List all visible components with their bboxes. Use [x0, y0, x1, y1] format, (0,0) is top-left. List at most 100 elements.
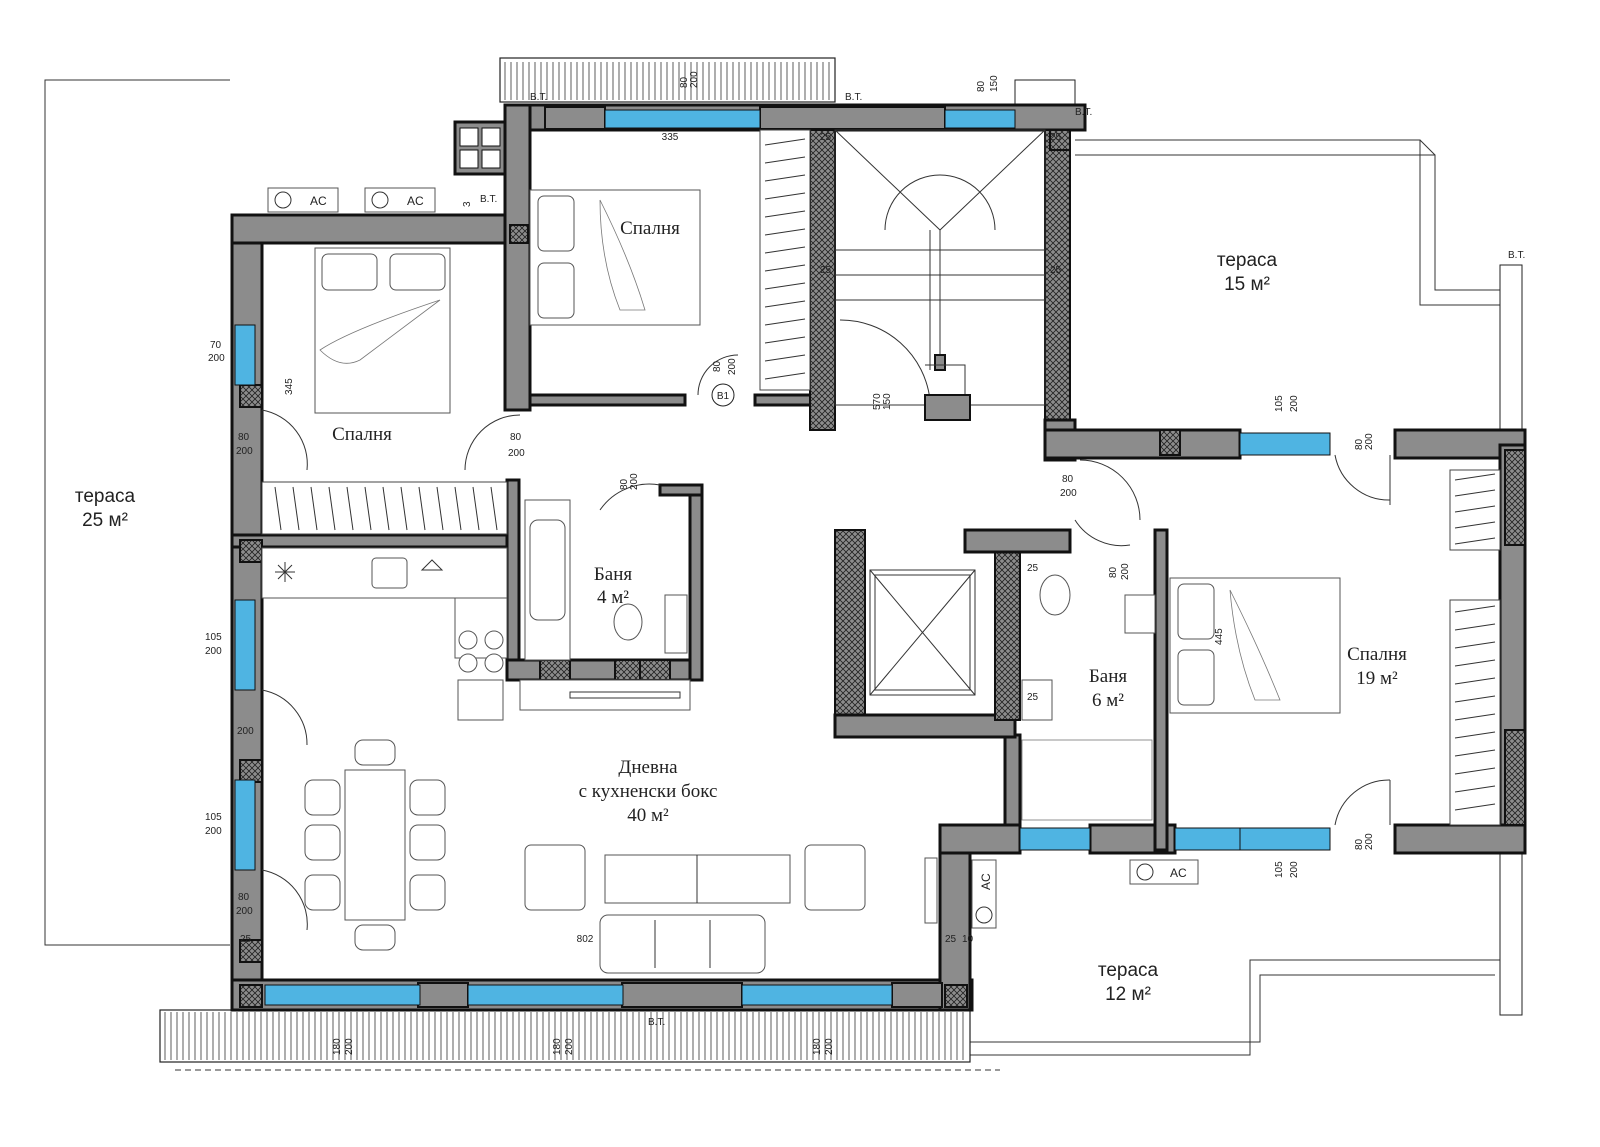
dim-label: 335	[662, 132, 679, 143]
dim-label: 80	[1108, 566, 1119, 578]
dim-label: 200	[629, 473, 640, 490]
terrace-bottom-outline	[970, 959, 1506, 1056]
ac-units: AC AC AC AC	[267, 187, 1199, 929]
ac-fan-icon	[274, 191, 292, 209]
bath1-area: 4 м²	[597, 587, 629, 608]
dim-label: 80	[1062, 474, 1074, 485]
living-name: Дневна	[618, 757, 678, 778]
bath2-name: Баня	[1089, 666, 1128, 687]
dimension-labels: 335 345 445 802 25 10 25 25 25 25 25 25 …	[205, 71, 1375, 1055]
dim-label: 80	[619, 478, 630, 490]
dim-label: 25	[820, 132, 832, 143]
dim-label: 200	[208, 353, 225, 364]
dim-label: 105	[1274, 861, 1285, 878]
bath1-fixtures	[524, 499, 688, 661]
dim-label: 80	[1354, 438, 1365, 450]
terrace-top-outline	[1075, 139, 1505, 306]
dim-label: 200	[205, 646, 222, 657]
dim-label: 180	[812, 1038, 823, 1055]
vt-label: В.Т.	[845, 92, 862, 103]
dim-label: 345	[284, 378, 295, 395]
dim-label: 80	[238, 432, 250, 443]
dim-label: 200	[205, 826, 222, 837]
bath2-area: 6 м²	[1092, 690, 1124, 711]
dim-label: 25	[820, 265, 832, 276]
dim-label: 200	[1120, 563, 1131, 580]
dim-label: 80	[510, 432, 522, 443]
living-sub: с кухненски бокс	[579, 781, 718, 802]
living-area: 40 м²	[627, 805, 669, 826]
dim-label: 10	[962, 934, 974, 945]
bedroom1-name: Спалня	[332, 424, 392, 445]
dim-label: 200	[1060, 488, 1077, 499]
balcony-railing-bottom	[159, 1009, 1000, 1071]
ac-label: AC	[1170, 866, 1187, 880]
bedroom2-name: Спалня	[620, 218, 680, 239]
dim-label: 25	[1027, 563, 1039, 574]
dim-label: 200	[508, 448, 525, 459]
dim-label: 25	[945, 934, 957, 945]
dim-label: 25	[1027, 692, 1039, 703]
stove-icon	[458, 630, 504, 673]
dim-label: 80	[712, 360, 723, 372]
door-tag-label: В1	[717, 391, 730, 402]
dim-label: 570	[872, 393, 883, 410]
ac-fan-icon	[1136, 863, 1154, 881]
vt-label: В.Т.	[530, 92, 547, 103]
dim-label: 105	[205, 632, 222, 643]
dim-label: 802	[577, 934, 594, 945]
dim-label: 25	[240, 934, 252, 945]
elevator-icon	[869, 569, 976, 696]
dim-label: 200	[1364, 433, 1375, 450]
vt-label: В.Т.	[1075, 107, 1092, 118]
dining-set	[304, 739, 446, 951]
terrace-top-area: 15 м²	[1224, 274, 1270, 295]
bath1-name: Баня	[594, 564, 633, 585]
dim-label: 70	[210, 340, 222, 351]
dim-label: 200	[1364, 833, 1375, 850]
terrace-bottom-name: тераса	[1098, 960, 1159, 981]
dim-label: 105	[205, 812, 222, 823]
dim-label: 80	[238, 892, 250, 903]
vt-label: В.Т.	[480, 194, 497, 205]
dim-label: 200	[1289, 861, 1300, 878]
ac-label: AC	[979, 873, 993, 890]
dim-label: 180	[332, 1038, 343, 1055]
dim-label: 445	[1214, 628, 1225, 645]
bedroom3-area: 19 м²	[1356, 668, 1398, 689]
ac-label: AC	[407, 194, 424, 208]
wardrobe-icon	[261, 129, 1501, 826]
toilet-icon	[613, 603, 643, 641]
dim-label: 80	[976, 80, 987, 92]
vt-labels: В.Т. В.Т. В.Т. В.Т. В.Т. В.Т.	[480, 92, 1525, 1028]
ac-label: AC	[310, 194, 327, 208]
terrace-left-name: тераса	[75, 486, 136, 507]
doors	[261, 319, 1391, 931]
dim-label: 200	[1289, 395, 1300, 412]
staircase	[834, 129, 1046, 421]
chimney	[453, 120, 507, 176]
dim-label: 25	[1050, 132, 1062, 143]
dim-label: 200	[236, 446, 253, 457]
dim-label: 200	[344, 1038, 355, 1055]
windows	[234, 109, 1331, 1006]
dim-label: 80	[679, 76, 690, 88]
dim-label: 200	[824, 1038, 835, 1055]
dim-label: 80	[1354, 838, 1365, 850]
terrace-left-area: 25 м²	[82, 510, 128, 531]
bed-icon	[314, 189, 1341, 714]
dim-label: 200	[727, 358, 738, 375]
terrace-top-name: тераса	[1217, 250, 1278, 271]
dim-label: 25	[1050, 265, 1062, 276]
balcony-railing-top	[499, 57, 836, 103]
dim-label: 200	[564, 1038, 575, 1055]
dim-label: 200	[237, 726, 254, 737]
dim-label: 200	[689, 71, 700, 88]
dim-label: 150	[989, 75, 1000, 92]
vt-label: В.Т.	[648, 1017, 665, 1028]
bedroom3-name: Спалня	[1347, 644, 1407, 665]
dim-label: 180	[552, 1038, 563, 1055]
terrace-left-outline	[44, 79, 230, 946]
shower-icon	[420, 559, 444, 571]
